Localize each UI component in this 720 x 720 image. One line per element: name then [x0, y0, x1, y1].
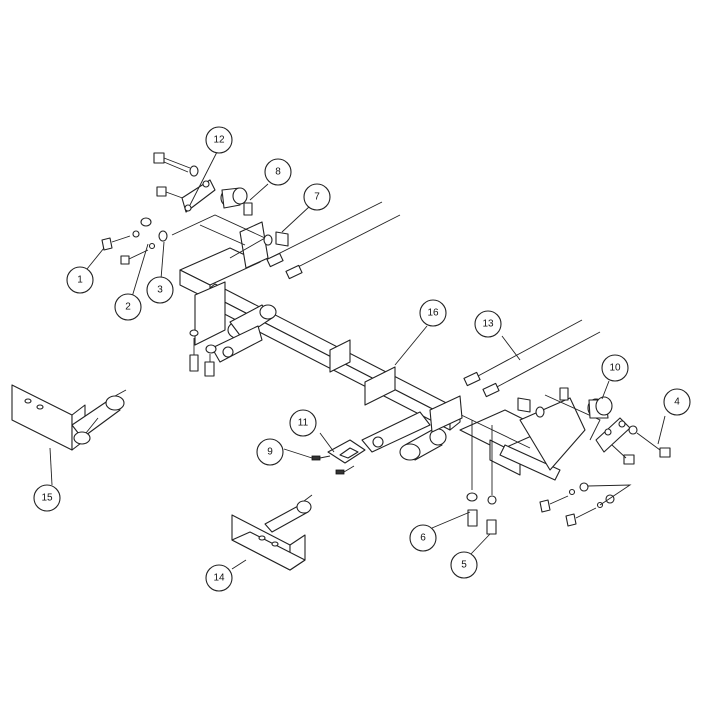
callout-label-2: 2	[125, 302, 131, 313]
callout-15: 15	[33, 484, 61, 512]
callout-14: 14	[205, 564, 233, 592]
callout-label-6: 6	[420, 533, 426, 544]
callout-label-11: 11	[298, 418, 309, 429]
callout-10: 10	[601, 354, 629, 382]
callout-label-5: 5	[461, 560, 467, 571]
callout-label-3: 3	[157, 285, 163, 296]
callout-label-14: 14	[213, 573, 225, 584]
callout-16: 16	[419, 299, 447, 327]
callout-9: 9	[256, 438, 284, 466]
callout-label-10: 10	[609, 363, 621, 374]
callout-7: 7	[303, 183, 331, 211]
left-receiver-tube	[211, 304, 277, 363]
safety-cables	[266, 201, 601, 398]
callout-4: 4	[663, 388, 691, 416]
callout-13: 13	[474, 310, 502, 338]
callout-label-4: 4	[674, 397, 680, 408]
callout-label-13: 13	[482, 319, 494, 330]
callout-label-8: 8	[275, 167, 281, 178]
callout-label-16: 16	[427, 308, 439, 319]
pin-bracket-15	[11, 384, 127, 451]
diagonal-brace	[311, 439, 366, 475]
right-hardware	[466, 387, 671, 535]
leader-lines	[49, 151, 666, 570]
right-bracket	[454, 394, 601, 481]
callout-label-12: 12	[213, 135, 225, 146]
right-receiver-tube	[361, 395, 463, 461]
callout-label-15: 15	[41, 493, 53, 504]
callout-1: 1	[66, 266, 94, 294]
callout-3: 3	[146, 276, 174, 304]
callout-2: 2	[114, 293, 142, 321]
callout-12: 12	[205, 126, 233, 154]
pin-bracket-14	[231, 494, 313, 571]
left-bracket	[171, 214, 269, 346]
callout-11: 11	[289, 409, 317, 437]
callout-label-1: 1	[77, 275, 83, 286]
callout-8: 8	[264, 158, 292, 186]
callout-5: 5	[450, 551, 478, 579]
callout-6: 6	[409, 524, 437, 552]
callout-label-7: 7	[314, 192, 320, 203]
callout-label-9: 9	[267, 447, 273, 458]
